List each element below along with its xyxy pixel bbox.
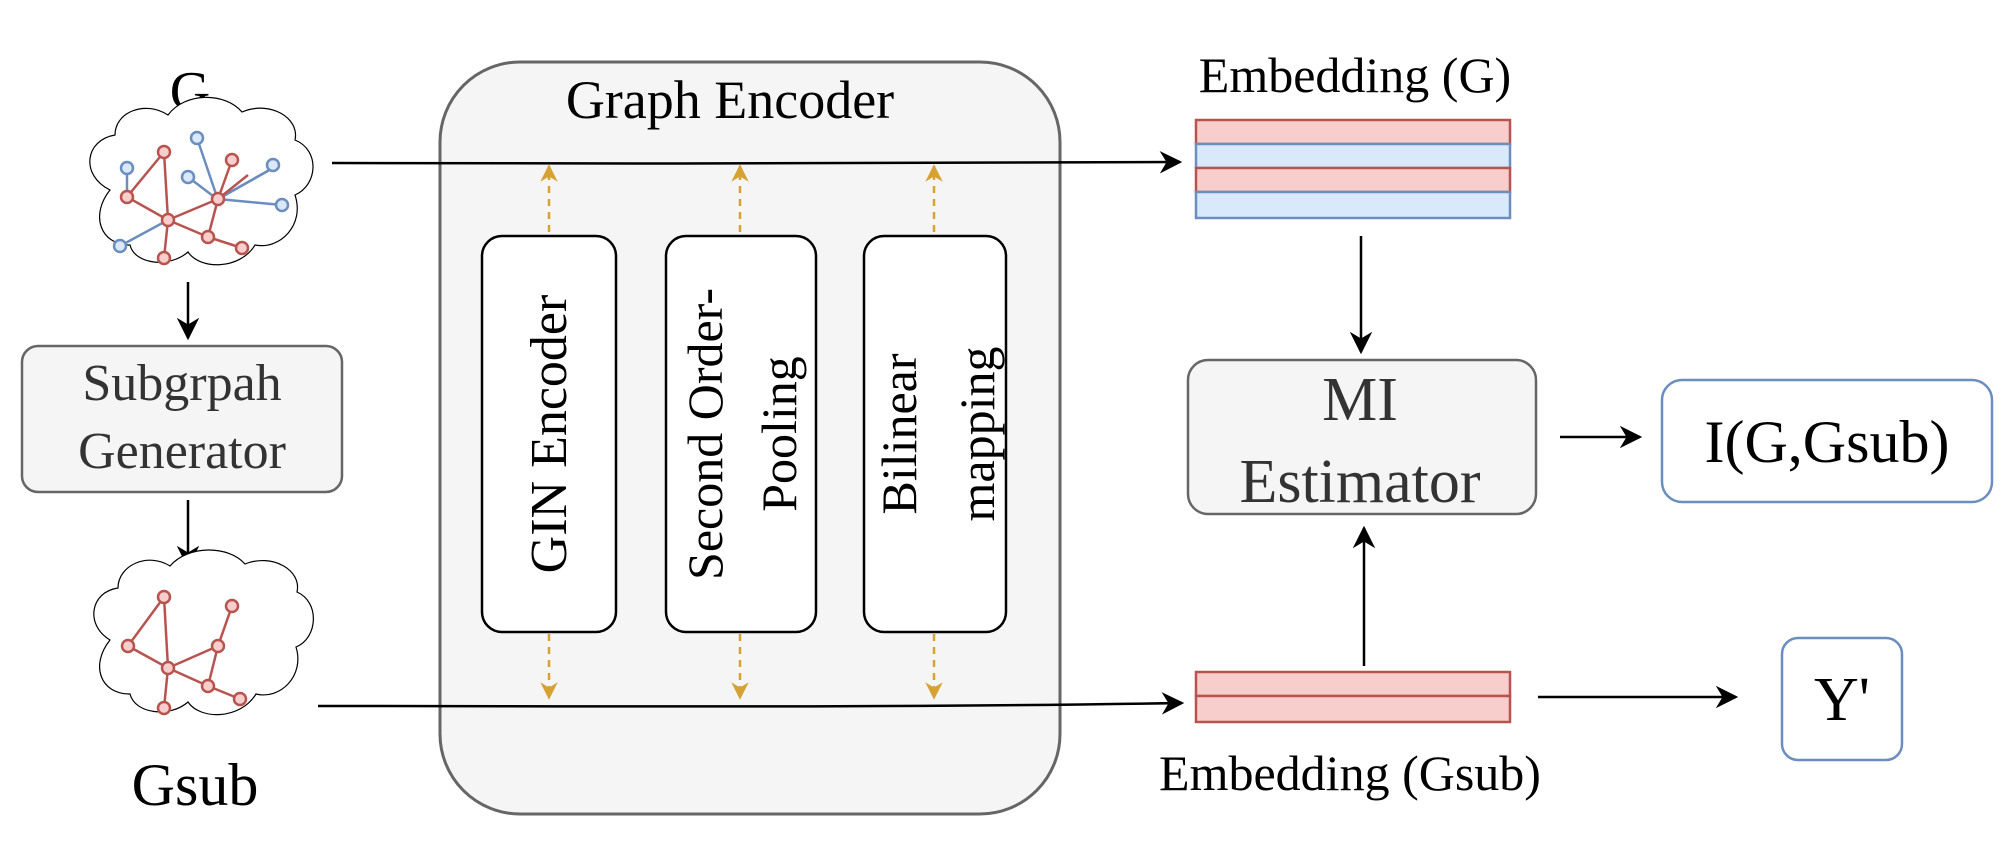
- encoder-dashed-arrows: [540, 164, 943, 700]
- bilinear-mapping-line2: mapping: [949, 347, 1005, 522]
- gin-encoder-label: GIN Encoder: [521, 295, 578, 574]
- prediction-box: Y': [1780, 636, 1904, 762]
- graph-gsub-label: Gsub: [132, 752, 259, 818]
- prediction-label: Y': [1814, 666, 1870, 734]
- second-order-pooling-box: Second Order- Pooling: [664, 234, 818, 634]
- subgraph-generator-line1: Subgrpah: [82, 355, 281, 412]
- mi-estimator-line1: MI: [1322, 366, 1398, 434]
- arrow-gsub-to-embedding: [317, 692, 1185, 715]
- second-order-pooling-line1: Second Order-: [677, 288, 733, 580]
- arrow-g-to-embedding: [331, 150, 1183, 174]
- gin-encoder-box: GIN Encoder: [480, 234, 618, 634]
- brain-g-icon: [89, 96, 314, 266]
- embedding-g-label: Embedding (G): [1199, 47, 1511, 103]
- mi-estimator-line2: Estimator: [1239, 448, 1480, 516]
- second-order-pooling-line2: Pooling: [751, 356, 807, 512]
- brain-gsub-icon: [93, 549, 314, 716]
- subgraph-generator-line2: Generator: [78, 423, 286, 480]
- mi-output-box: I(G,Gsub): [1660, 378, 1994, 504]
- embedding-gsub-vector: [1194, 670, 1512, 724]
- embedding-gsub-label: Embedding (Gsub): [1159, 745, 1541, 801]
- subgraph-generator-box: Subgrpah Generator: [20, 344, 344, 494]
- mi-estimator-box: MI Estimator: [1186, 358, 1538, 516]
- bilinear-mapping-box: Bilinear mapping: [862, 234, 1008, 634]
- graph-encoder-title: Graph Encoder: [566, 70, 894, 130]
- embedding-g-vector: [1194, 118, 1512, 220]
- mi-output-label: I(G,Gsub): [1705, 409, 1950, 475]
- bilinear-mapping-line1: Bilinear: [871, 353, 927, 514]
